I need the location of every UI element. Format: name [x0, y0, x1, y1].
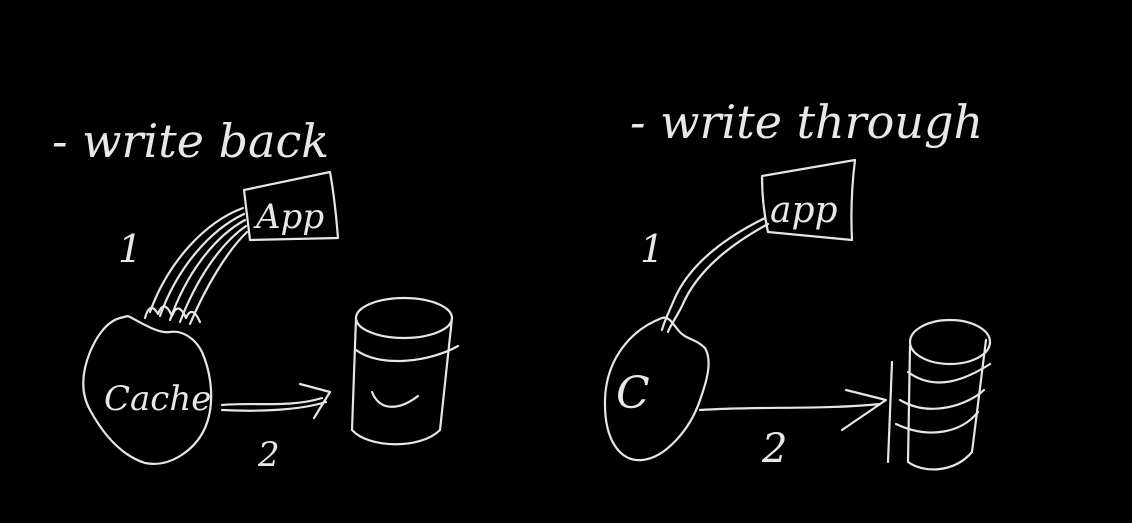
write-back-diagram: - write back App 1 Cache 2 [52, 114, 460, 475]
step-2-label: 2 [257, 435, 280, 475]
database-icon [886, 318, 992, 471]
step-1-label: 1 [118, 227, 142, 271]
app-box-label: App [253, 197, 324, 237]
app-box-label: app [770, 190, 838, 231]
write-strokes [143, 206, 249, 326]
cache-label: Cache [104, 379, 211, 419]
app-box [760, 158, 857, 242]
write-through-heading: - write through [630, 95, 983, 149]
cache-shape [603, 316, 710, 462]
cache-blob [82, 314, 213, 465]
write-back-heading: - write back [52, 114, 329, 168]
cache-label: C [616, 368, 650, 419]
write-stroke [660, 216, 770, 334]
step-2-label: 2 [761, 426, 787, 472]
write-through-diagram: - write through app 1 C 2 [603, 95, 992, 472]
arrow-to-db [698, 388, 888, 432]
database-icon [350, 296, 460, 446]
app-box [242, 170, 340, 242]
step-1-label: 1 [640, 227, 664, 271]
arrow-to-db [220, 382, 332, 420]
